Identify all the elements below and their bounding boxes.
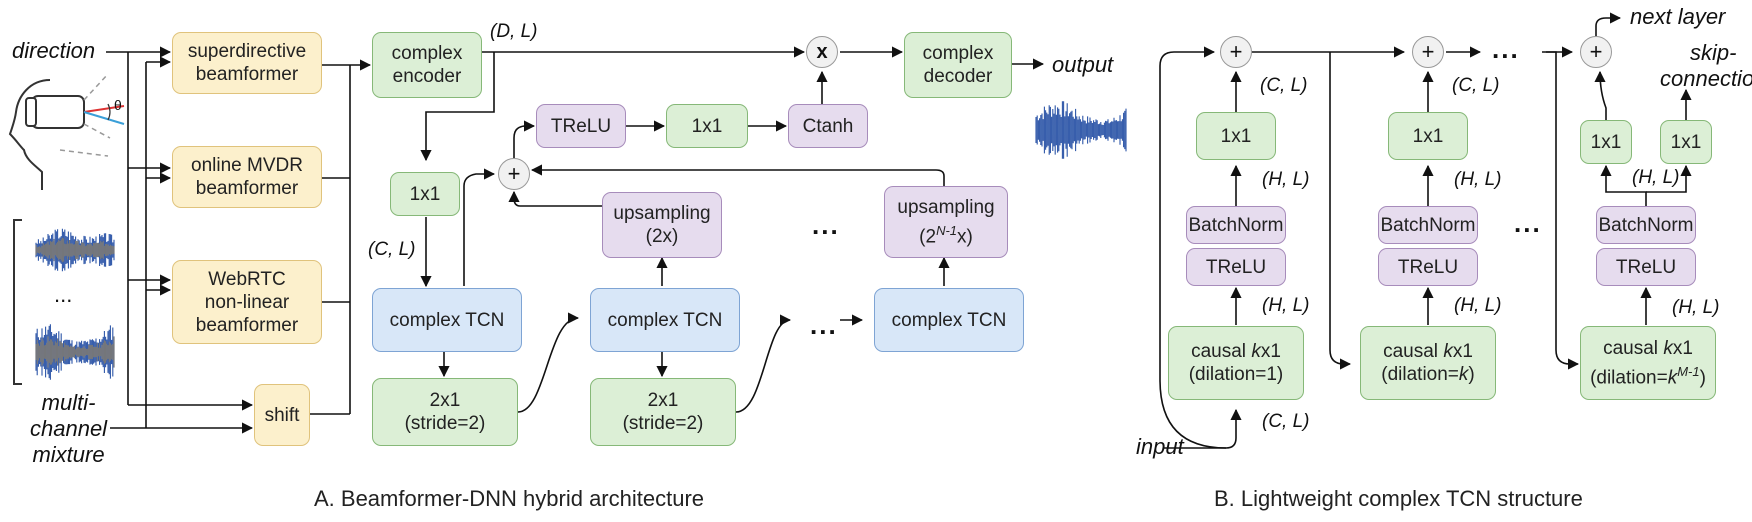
mixture-dots: ...: [54, 282, 73, 307]
ellipsis-b2: ...: [1514, 208, 1542, 238]
batchnorm-b3: BatchNorm: [1596, 206, 1696, 244]
dim-C-L-b2: (C, L): [1452, 75, 1500, 96]
head-illustration-icon: [8, 73, 125, 190]
complex-tcn-node-1: complex TCN: [372, 288, 522, 352]
conv1x1-b2: 1x1: [1388, 112, 1468, 160]
dim-H-L-b2-top: (H, L): [1454, 169, 1502, 190]
causal-conv-b3: causal kx1 (dilation=kM-1): [1580, 326, 1716, 400]
webrtc-beamformer-node: WebRTC non-linear beamformer: [172, 260, 322, 344]
trelu-node-a: TReLU: [536, 104, 626, 148]
conv1x1-mid-node: 1x1: [666, 104, 748, 148]
trelu-b3: TReLU: [1596, 248, 1696, 286]
conv1x1-input-node: 1x1: [390, 172, 460, 216]
downsample-node-2: 2x1 (stride=2): [590, 378, 736, 446]
dim-H-L-b2-bottom: (H, L): [1454, 295, 1502, 316]
complex-tcn-node-2: complex TCN: [590, 288, 740, 352]
upsampling-2x-node: upsampling (2x): [602, 192, 722, 258]
multichannel-mixture-label: multi- channel mixture: [30, 390, 108, 467]
trelu-b2: TReLU: [1378, 248, 1478, 286]
conv1x1-b1: 1x1: [1196, 112, 1276, 160]
mixture-waveform-1: [35, 228, 115, 272]
superdirective-beamformer-node: superdirective beamformer: [172, 32, 322, 94]
dim-H-L-b1-top: (H, L): [1262, 169, 1310, 190]
input-label: input: [1136, 434, 1184, 459]
ellipsis-a1: ...: [812, 210, 840, 240]
mixture-bracket: [13, 219, 22, 385]
upsampling-2N-node: upsampling (2N-1x): [884, 186, 1008, 258]
causal-conv-b1: causal kx1 (dilation=1): [1168, 326, 1304, 400]
caption-b: B. Lightweight complex TCN structure: [1214, 486, 1583, 511]
shift-node: shift: [254, 384, 310, 446]
output-waveform: [1035, 101, 1127, 159]
causal-conv-b2: causal kx1 (dilation=k): [1360, 326, 1496, 400]
complex-tcn-node-3: complex TCN: [874, 288, 1024, 352]
complex-decoder-node: complex decoder: [904, 32, 1012, 98]
caption-a: A. Beamformer-DNN hybrid architecture: [314, 486, 705, 511]
output-label: output: [1052, 52, 1114, 77]
trelu-b1: TReLU: [1186, 248, 1286, 286]
ellipsis-b1: ...: [1492, 34, 1520, 64]
theta-label: θ: [114, 97, 122, 113]
dim-H-L-b3-bottom: (H, L): [1672, 297, 1720, 318]
add-operator-b3: +: [1580, 36, 1612, 68]
dim-H-L-b3-top: (H, L): [1632, 167, 1680, 188]
dim-D-L-label: (D, L): [490, 21, 538, 42]
complex-encoder-node: complex encoder: [372, 32, 482, 98]
add-operator-b2: +: [1412, 36, 1444, 68]
dim-H-L-b1-bottom: (H, L): [1262, 295, 1310, 316]
multiply-operator: x: [806, 36, 838, 68]
batchnorm-b2: BatchNorm: [1378, 206, 1478, 244]
skip-connection-label: skip- connection: [1660, 40, 1752, 91]
next-layer-label: next layer: [1630, 4, 1726, 29]
batchnorm-b1: BatchNorm: [1186, 206, 1286, 244]
add-operator-b1: +: [1220, 36, 1252, 68]
dim-C-L-b-input: (C, L): [1262, 411, 1310, 432]
direction-label: direction: [12, 38, 96, 63]
ellipsis-a2: ...: [810, 310, 838, 340]
mixture-waveform-2: [35, 324, 115, 380]
panel-a-connections: [106, 46, 1045, 434]
ctanh-node: Ctanh: [788, 104, 868, 148]
add-operator-a: +: [498, 158, 530, 190]
dim-C-L-label-a: (C, L): [368, 239, 416, 260]
mvdr-beamformer-node: online MVDR beamformer: [172, 146, 322, 208]
conv1x1-b3-output: 1x1: [1580, 120, 1632, 164]
dim-C-L-b1: (C, L): [1260, 75, 1308, 96]
downsample-node-1: 2x1 (stride=2): [372, 378, 518, 446]
conv1x1-b3-skip: 1x1: [1660, 120, 1712, 164]
